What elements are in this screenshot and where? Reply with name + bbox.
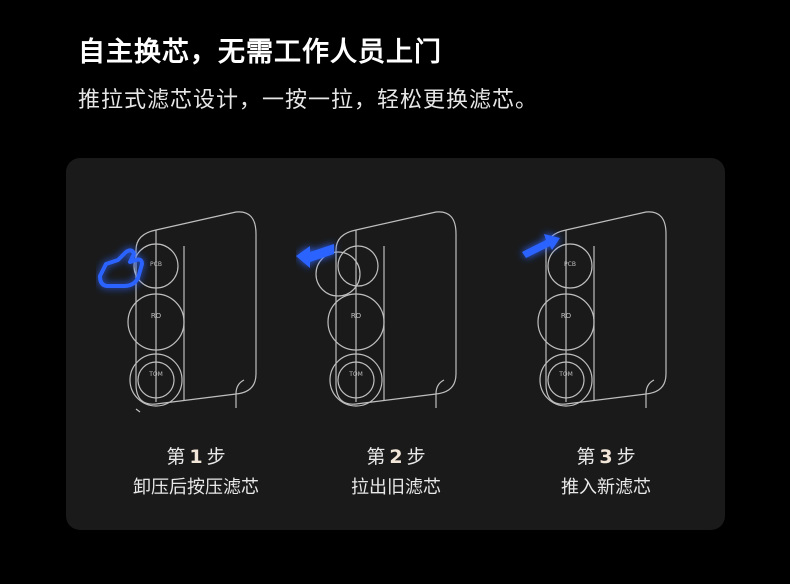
purifier-illustration: PCB RO TOM (98, 211, 257, 413)
step-action: 卸压后按压滤芯 (133, 477, 259, 498)
step-prefix: 第 (576, 446, 596, 468)
page-title: 自主换芯，无需工作人员上门 (78, 37, 442, 68)
purifier-illustration: RO TOM (296, 211, 457, 408)
step-number: 3 (599, 446, 613, 468)
arrow-right-icon (522, 234, 560, 258)
step-suffix: 步 (206, 446, 226, 468)
filter-mid-label: RO (151, 312, 162, 320)
page-subtitle: 推拉式滤芯设计，一按一拉，轻松更换滤芯。 (78, 88, 539, 113)
press-hand-icon (98, 248, 144, 288)
step-suffix: 步 (616, 446, 636, 468)
brand-label: TOM (148, 371, 163, 378)
step-number: 2 (389, 446, 403, 468)
purifier-illustration: PCB RO TOM (522, 211, 667, 408)
filter-top-label: PCB (564, 261, 576, 268)
step-prefix: 第 (366, 446, 386, 468)
brand-label: TOM (348, 371, 363, 378)
step-number: 1 (189, 446, 203, 468)
step-action: 推入新滤芯 (561, 477, 651, 498)
step-suffix: 步 (406, 446, 426, 468)
step-prefix: 第 (166, 446, 186, 468)
arrow-left-icon (296, 244, 334, 268)
filter-mid-label: RO (351, 312, 362, 320)
filter-top-label: PCB (150, 261, 162, 268)
brand-label: TOM (558, 371, 573, 378)
step-action: 拉出旧滤芯 (351, 477, 441, 498)
filter-mid-label: RO (561, 312, 572, 320)
